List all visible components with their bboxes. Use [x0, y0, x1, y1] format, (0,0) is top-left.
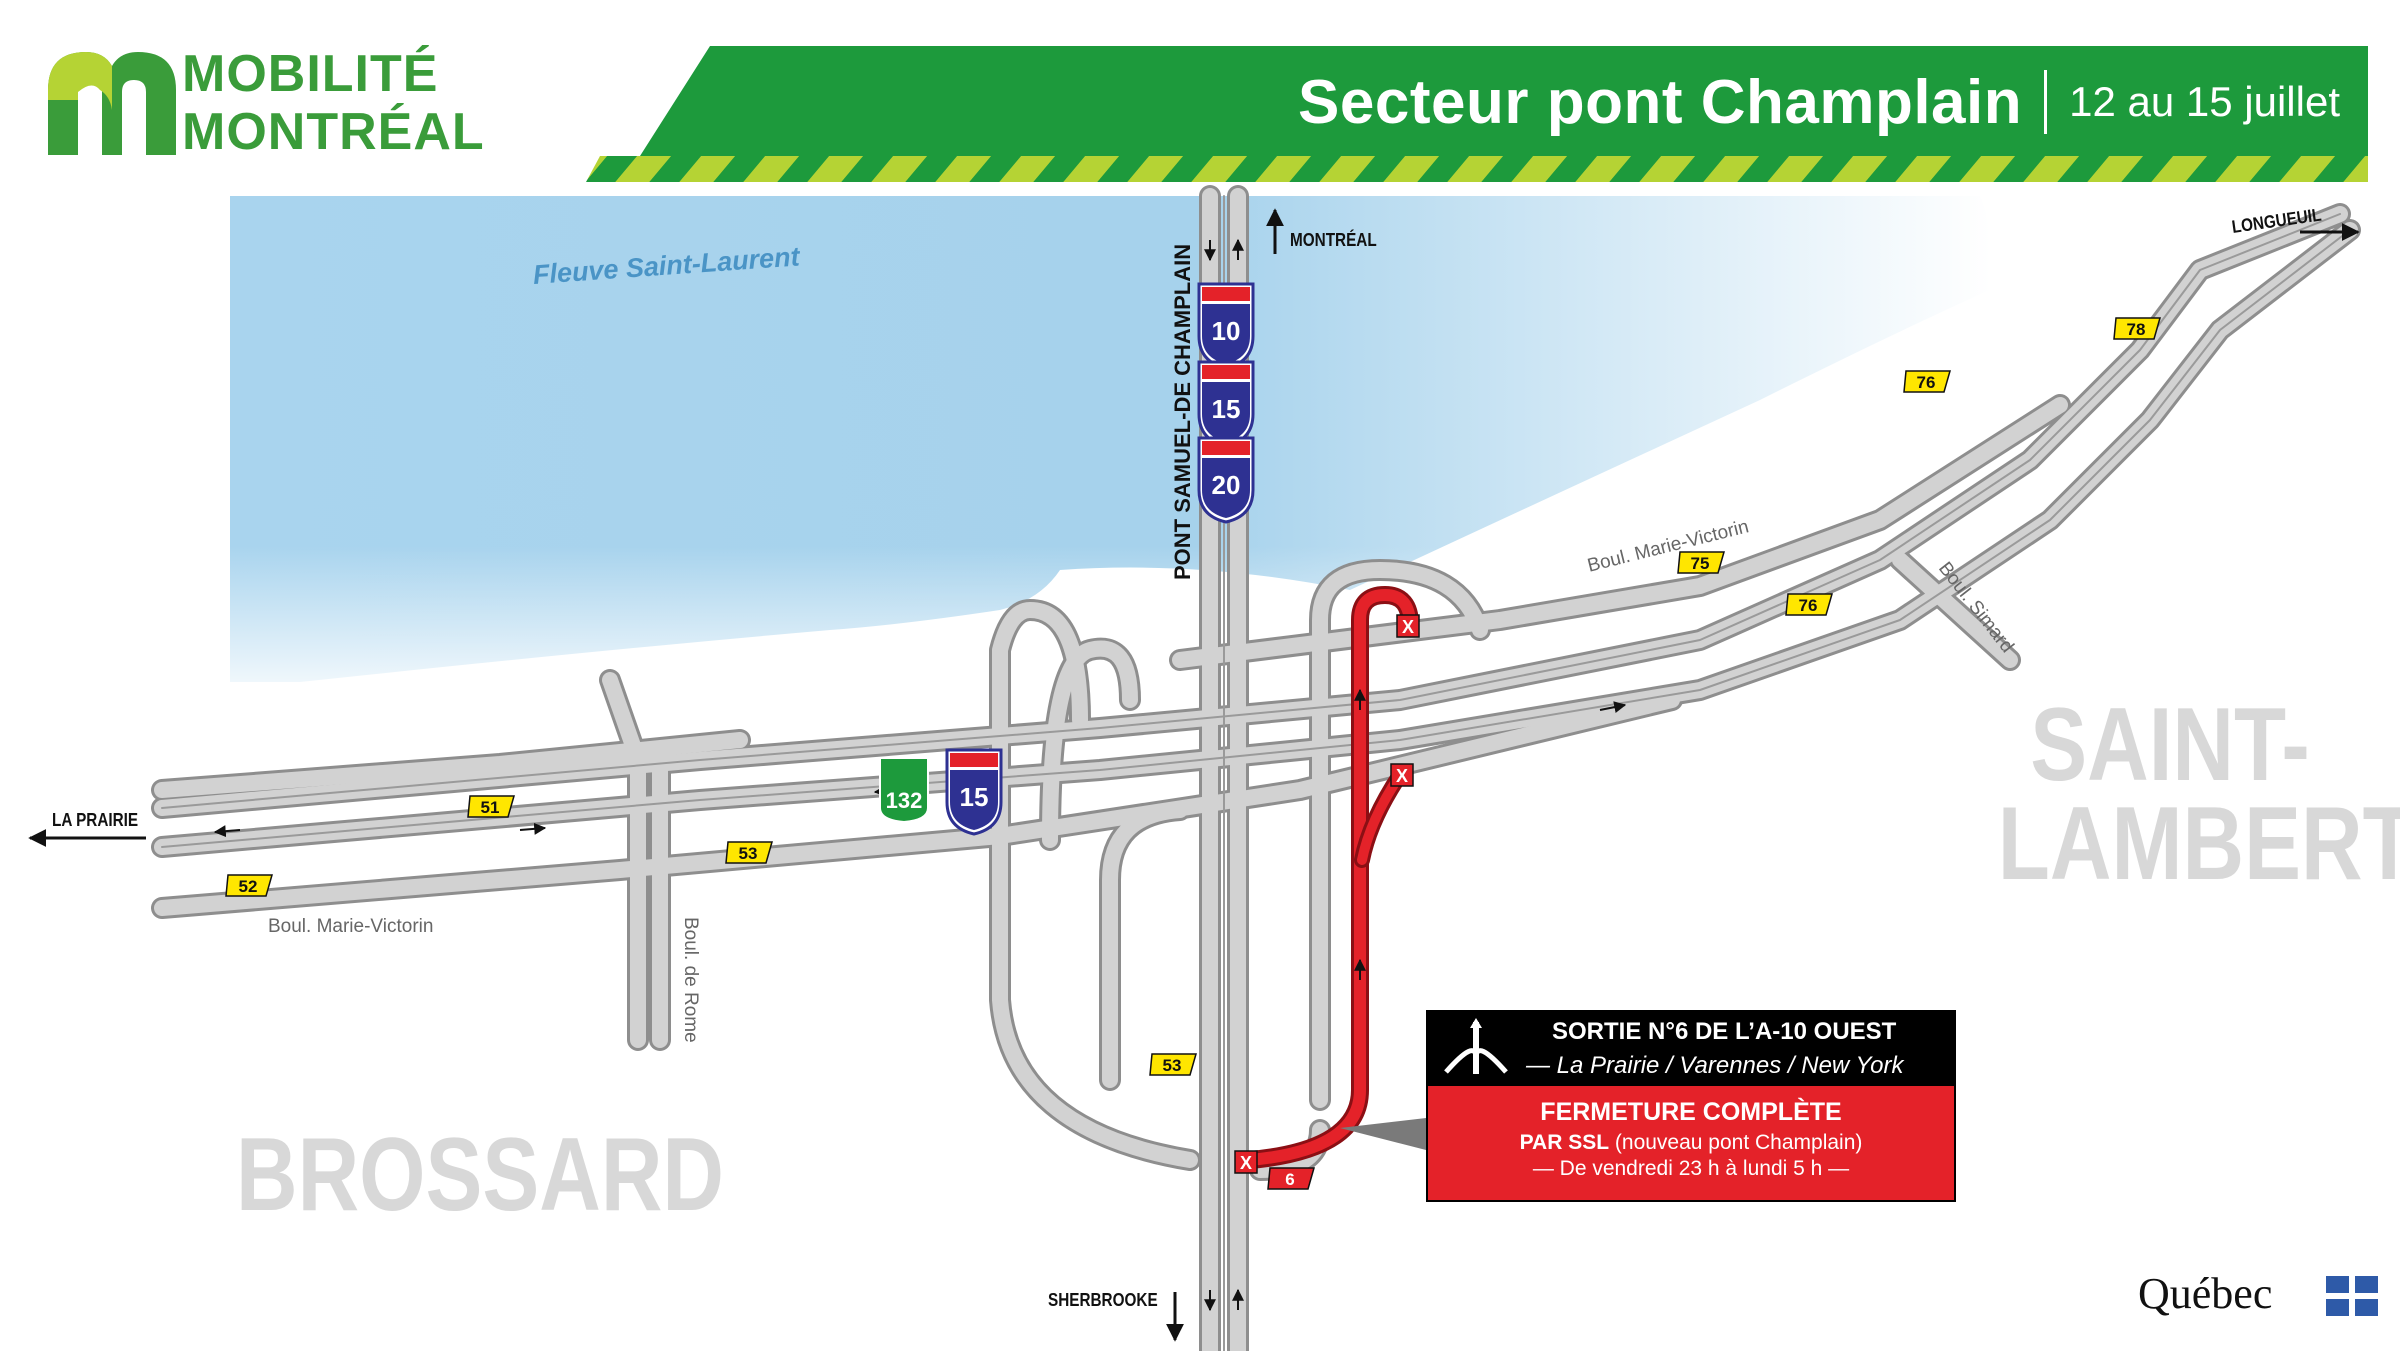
exit-78: 78	[2113, 317, 2161, 340]
closure-marker-north-mark: X	[1402, 617, 1414, 637]
closure-by-detail: (nouveau pont Champlain)	[1609, 1131, 1863, 1154]
interstate-shield-10: 10	[1197, 282, 1255, 370]
page-title: Secteur pont Champlain	[1298, 67, 2023, 137]
exit-76-north-tag	[1903, 370, 1951, 393]
exit-75: 75	[1677, 551, 1725, 574]
exit-51-tag	[467, 795, 515, 818]
exit-75-number: 75	[1691, 554, 1710, 573]
route-shield-132: 132	[879, 757, 929, 824]
exit-53-south: 53	[1149, 1053, 1197, 1076]
mobilite-montreal-logo	[48, 52, 176, 155]
closure-title: FERMETURE COMPLÈTE	[1540, 1098, 1842, 1126]
info-box-pointer	[1340, 1118, 1426, 1150]
interstate-shield-15-south-band	[950, 753, 998, 767]
interstate-shield-15-south: 15	[945, 748, 1003, 836]
interstate-shield-10-number: 10	[1212, 316, 1241, 346]
exit-51: 51	[467, 795, 515, 818]
logo-line-1: MOBILITÉ	[182, 45, 439, 103]
exit-78-tag	[2113, 317, 2161, 340]
exit-76-south-tag	[1785, 593, 1833, 616]
exit-53-west-number: 53	[739, 844, 758, 863]
road-marie-victorin-west: Boul. Marie-Victorin	[268, 916, 434, 937]
closure-by: PAR SSL (nouveau pont Champlain)	[1428, 1131, 1954, 1155]
closure-marker-middle: X	[1390, 763, 1414, 787]
city-brossard: BROSSARD	[235, 1117, 725, 1233]
city-saint-lambert: SAINT- LAMBERT	[1997, 687, 2400, 902]
closure-marker-north-box	[1396, 614, 1420, 638]
closure-info-box: SORTIE N°6 DE L’A-10 OUEST — La Prairie …	[1426, 1010, 1956, 1202]
exit-title: SORTIE N°6 DE L’A-10 OUEST	[1552, 1018, 1897, 1045]
exit-52-number: 52	[239, 877, 258, 896]
interstate-shield-20-field	[1202, 458, 1250, 518]
exit-78-number: 78	[2127, 320, 2146, 339]
exit-destinations: — La Prairie / Varennes / New York	[1526, 1052, 1904, 1079]
interstate-shield-15-south-field	[950, 770, 998, 830]
interstate-shield-15-south-number: 15	[960, 782, 989, 812]
exit-52-tag	[225, 874, 273, 897]
quebec-wordmark: Québec	[2138, 1269, 2273, 1318]
exit-76-south-number: 76	[1799, 596, 1818, 615]
road-de-rome: Boul. de Rome	[680, 917, 701, 1043]
interstate-shield-10-band	[1202, 287, 1250, 301]
exit-76-south: 76	[1785, 593, 1833, 616]
closure-details: FERMETURE COMPLÈTE PAR SSL (nouveau pont…	[1426, 1086, 1956, 1202]
exit-51-number: 51	[481, 798, 500, 817]
route-shields: 10 15 20 15 132 51 52 53 53 75 76 76 78 6 X X X	[225, 282, 2161, 1190]
closure-marker-middle-mark: X	[1396, 766, 1408, 786]
closure-marker-south-box	[1234, 1150, 1258, 1174]
exit-53-south-number: 53	[1163, 1056, 1182, 1075]
closure-marker-south-mark: X	[1240, 1153, 1252, 1173]
exit-6-number: 6	[1285, 1170, 1294, 1189]
logo-line-2: MONTRÉAL	[182, 103, 485, 161]
closed-ramp	[1241, 586, 1419, 1169]
title-dates: 12 au 15 juillet	[2069, 78, 2340, 125]
exit-53-west: 53	[725, 841, 773, 864]
interstate-shield-10-field	[1202, 304, 1250, 364]
city-saint-lambert-line1: SAINT-	[2030, 687, 2310, 803]
closure-by-prefix: PAR SSL	[1519, 1131, 1610, 1154]
title-separator	[2044, 70, 2048, 134]
interstate-shield-15-north: 15	[1197, 360, 1255, 448]
route-shield-132-number: 132	[886, 788, 923, 813]
direction-montreal: MONTRÉAL	[1290, 230, 1377, 250]
closure-marker-north: X	[1396, 614, 1420, 638]
closure-period: — De vendredi 23 h à lundi 5 h —	[1532, 1157, 1850, 1180]
closure-marker-middle-box	[1390, 763, 1414, 787]
exit-53-south-tag	[1149, 1053, 1197, 1076]
quebec-flag-icon	[2326, 1276, 2378, 1316]
city-saint-lambert-line2: LAMBERT	[1997, 785, 2400, 902]
interstate-shield-15-north-number: 15	[1212, 394, 1241, 424]
interstate-shield-20-band	[1202, 441, 1250, 455]
interstate-shield-20: 20	[1197, 436, 1255, 524]
interstate-shield-15-north-band	[1202, 365, 1250, 379]
exit-info: SORTIE N°6 DE L’A-10 OUEST — La Prairie …	[1426, 1010, 1956, 1086]
exit-76-north: 76	[1903, 370, 1951, 393]
closure-marker-south: X	[1234, 1150, 1258, 1174]
direction-la-prairie: LA PRAIRIE	[52, 810, 139, 830]
interstate-shield-20-number: 20	[1212, 470, 1241, 500]
exit-53-west-tag	[725, 841, 773, 864]
direction-sherbrooke: SHERBROOKE	[1048, 1290, 1158, 1310]
header-banner	[586, 46, 2368, 182]
exit-75-tag	[1677, 551, 1725, 574]
bridge-label: PONT SAMUEL-DE CHAMPLAIN	[1170, 243, 1195, 580]
exit-6: 6	[1267, 1167, 1315, 1190]
exit-ramp-icon	[1444, 1018, 1508, 1074]
exit-52: 52	[225, 874, 273, 897]
exit-6-tag	[1267, 1167, 1315, 1190]
route-shield-132-body	[879, 757, 929, 824]
exit-76-north-number: 76	[1917, 373, 1936, 392]
header-title: Secteur pont Champlain 12 au 15 juillet	[1180, 62, 2340, 142]
interstate-shield-15-north-field	[1202, 382, 1250, 442]
